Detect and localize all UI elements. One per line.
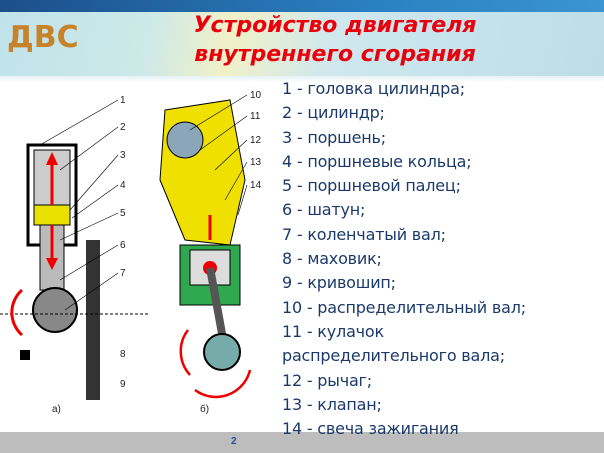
legend-item: 13 - клапан;	[282, 394, 382, 414]
legend-item: 2 - цилиндр;	[282, 103, 385, 123]
label-4: 4	[120, 180, 126, 191]
label-11: 11	[250, 111, 261, 122]
logo-text: ДВС	[7, 20, 79, 55]
page-number: 2	[231, 436, 237, 447]
legend-item: 4 - поршневые кольца;	[282, 151, 472, 171]
legend-item: распределительного вала;	[282, 346, 505, 366]
legend-item: 11 - кулачок	[282, 321, 384, 341]
title-line-1: Устройство двигателя	[193, 13, 477, 38]
label-14: 14	[250, 180, 262, 191]
label-6: 6	[120, 240, 126, 251]
title-line-2: внутреннего сгорания	[194, 42, 476, 67]
engine-a	[0, 143, 150, 400]
legend-item: 5 - поршневой палец;	[282, 176, 461, 196]
label-9: 9	[120, 379, 126, 390]
engine-diagram: 1 2 3 4 5 6 7 8 9 10 11 12 13 14 а) б)	[0, 90, 262, 415]
caption-b: б)	[200, 403, 209, 415]
leader-lines	[39, 94, 248, 311]
legend-item: 8 - маховик;	[282, 249, 382, 269]
label-10: 10	[250, 90, 262, 101]
label-7: 7	[120, 268, 126, 279]
caption-a: а)	[52, 404, 61, 415]
top-band	[0, 0, 604, 12]
header	[0, 12, 604, 82]
legend-item: 3 - поршень;	[282, 127, 386, 147]
legend-item: 12 - рычаг;	[282, 370, 372, 390]
label-1: 1	[120, 95, 126, 106]
legend-item: 6 - шатун;	[282, 200, 366, 220]
legend-item: 14 - свеча зажигания	[282, 419, 459, 439]
legend-item: 10 - распределительный вал;	[282, 297, 526, 317]
legend-item: 9 - кривошип;	[282, 273, 396, 293]
label-8: 8	[120, 349, 126, 360]
label-2: 2	[120, 122, 126, 133]
parts-legend: 1 - головка цилиндра; 2 - цилиндр; 3 - п…	[282, 77, 526, 441]
label-3: 3	[120, 150, 126, 161]
label-5: 5	[120, 208, 126, 219]
label-12: 12	[250, 135, 262, 146]
footer-bar	[0, 432, 604, 453]
legend-item: 7 - коленчатый вал;	[282, 224, 446, 244]
engine-b	[159, 99, 252, 399]
legend-item: 1 - головка цилиндра;	[282, 79, 465, 98]
label-13: 13	[250, 157, 262, 168]
slide-title: Устройство двигателя внутреннего сгорани…	[150, 11, 520, 69]
